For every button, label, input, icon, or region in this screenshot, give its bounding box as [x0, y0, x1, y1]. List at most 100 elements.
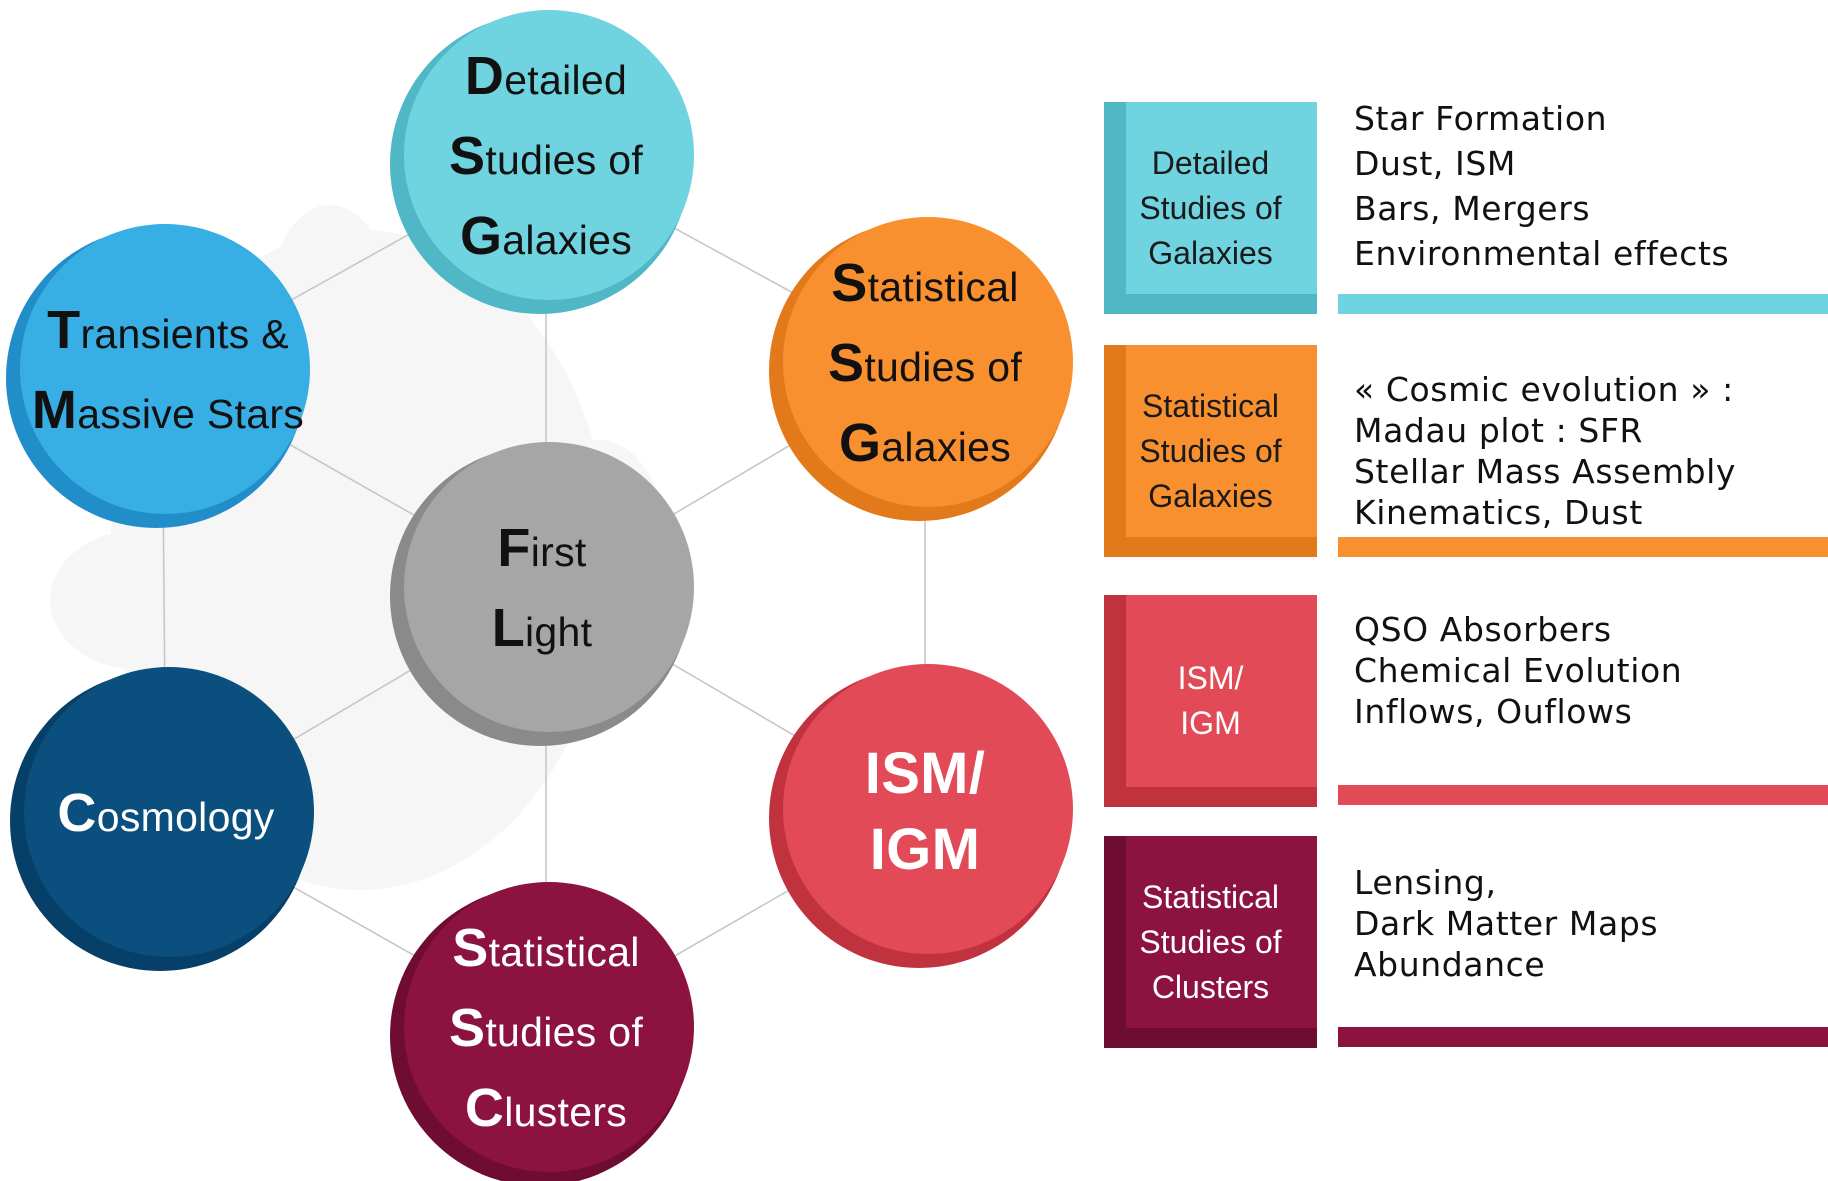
circle-ism-igm: [769, 664, 1073, 968]
legend-description-line: Star Formation: [1354, 99, 1608, 138]
circle-label-initial: G: [838, 413, 882, 473]
legend-box-label: Statistical: [1142, 387, 1279, 424]
circle-label-text: ISM/: [864, 741, 986, 806]
legend-box-label: Detailed: [1151, 144, 1270, 181]
circle-label-cosmology: Cosmology: [18, 667, 314, 963]
circle-label-line: Studies of: [828, 325, 1022, 405]
legend-underline-bar-stat-galaxies: [1338, 537, 1828, 557]
circle-label-initial: S: [448, 126, 486, 186]
circle-label-line: Galaxies: [839, 405, 1011, 485]
circle-label-initial: S: [452, 918, 489, 978]
legend-description-line: Stellar Mass Assembly: [1354, 452, 1737, 491]
circle-label-text: alaxies: [881, 424, 1012, 470]
circle-ism-igm-disc: [783, 664, 1073, 954]
legend-box-label: Studies of: [1139, 432, 1282, 469]
legend-description-line: Dust, ISM: [1354, 144, 1516, 183]
circle-label-initial: D: [464, 46, 505, 106]
circle-label-line: Transients &: [47, 292, 289, 372]
legend-box-label: Galaxies: [1148, 234, 1273, 271]
legend-box-ism: ISM/IGM: [1104, 595, 1317, 807]
legend-box-label: Statistical: [1142, 878, 1279, 915]
circle-cosmology: [10, 667, 314, 971]
circle-label-text: alaxies: [502, 217, 633, 263]
circle-label-line: IGM: [870, 812, 980, 888]
legend-underline-bar-clusters: [1338, 1027, 1828, 1047]
circle-label-initial: S: [827, 333, 865, 393]
circle-label-text: tudies of: [485, 137, 644, 183]
legend-box-stripe: [1104, 102, 1126, 314]
circle-label-line: First: [497, 510, 586, 590]
legend-description-line: Bars, Mergers: [1354, 189, 1591, 228]
legend-underline-bar-ism: [1338, 785, 1828, 805]
circle-label-transients: Transients &Massive Stars: [20, 224, 316, 520]
legend-box-label: Galaxies: [1148, 477, 1273, 514]
circle-label-line: Statistical: [831, 245, 1018, 325]
legend-description-line: Abundance: [1354, 945, 1546, 984]
legend-description-line: Lensing,: [1354, 863, 1497, 902]
circle-label-line: Cosmology: [57, 775, 274, 855]
circle-label-text: assive Stars: [77, 391, 305, 437]
circle-statistical-galaxies-disc: [783, 217, 1073, 507]
circle-label-line: Massive Stars: [32, 372, 304, 452]
legend-box-label: IGM: [1180, 705, 1241, 741]
circle-label-initial: M: [31, 380, 78, 440]
legend-description-line: Madau plot : SFR: [1354, 411, 1644, 450]
legend-box-stripe: [1104, 836, 1126, 1048]
legend-box-label: ISM/: [1177, 660, 1244, 696]
circle-label-initial: T: [47, 300, 81, 360]
circle-label-text: tudies of: [864, 344, 1023, 390]
circle-label-initial: C: [57, 783, 97, 843]
circle-label-line: Galaxies: [460, 198, 632, 278]
legend-description-line: Chemical Evolution: [1354, 651, 1683, 690]
circle-label-initial: S: [448, 998, 486, 1058]
legend-box-bottom-edge: [1104, 294, 1317, 314]
circle-cosmology-disc: [24, 667, 314, 957]
circle-label-line: ISM/: [865, 736, 985, 812]
legend-description-line: Environmental effects: [1354, 234, 1730, 273]
circle-statistical-clusters-disc: [404, 882, 694, 1172]
silhouette-blob-2: [50, 530, 230, 670]
circle-label-text: IGM: [869, 817, 981, 882]
circle-label-line: Clusters: [465, 1070, 627, 1150]
circle-label-text: irst: [530, 529, 587, 575]
legend-box-bottom-edge: [1104, 1028, 1317, 1048]
circle-detailed-studies-disc: [404, 10, 694, 300]
circle-label-text: ransients &: [80, 311, 289, 357]
circle-label-initial: C: [464, 1078, 505, 1138]
circle-label-text: etailed: [504, 57, 628, 103]
circle-label-line: Light: [492, 590, 593, 670]
circle-label-text: tudies of: [485, 1009, 644, 1055]
circle-label-line: Studies of: [449, 118, 643, 198]
legend-box-label: Studies of: [1139, 923, 1282, 960]
circle-label-text: tatistical: [488, 929, 640, 975]
circle-label-line: Studies of: [449, 990, 643, 1070]
legend-box-label: Studies of: [1139, 189, 1282, 226]
legend-description-line: Inflows, Ouflows: [1354, 692, 1633, 731]
circle-label-text: ight: [524, 609, 593, 655]
circle-label-text: lusters: [504, 1089, 628, 1135]
circle-transients: [6, 224, 310, 528]
topic-circles: [6, 10, 1073, 1181]
circle-first-light-disc: [404, 442, 694, 732]
legend-description-line: Dark Matter Maps: [1354, 904, 1659, 943]
legend-box-bottom-edge: [1104, 537, 1317, 557]
circle-detailed-studies: [390, 10, 694, 314]
legend-box-stripe: [1104, 595, 1126, 807]
legend-box-stripe: [1104, 345, 1126, 557]
circle-transients-disc: [20, 224, 310, 514]
circle-label-ism-igm: ISM/IGM: [777, 664, 1073, 960]
legend-box-bottom-edge: [1104, 787, 1317, 807]
legend-description-line: QSO Absorbers: [1354, 610, 1612, 649]
